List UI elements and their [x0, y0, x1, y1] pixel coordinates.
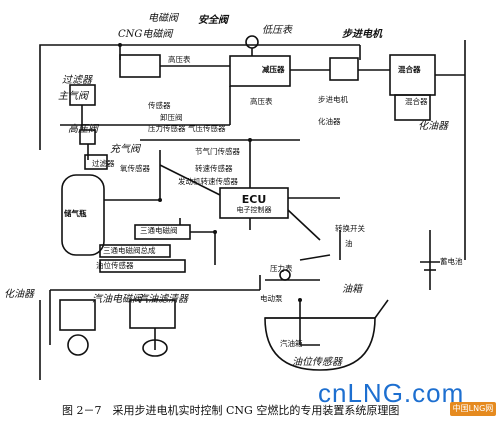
label-high-pressure-valve: 高压阀: [68, 124, 98, 135]
label-cylinder: 储气瓶: [64, 209, 87, 218]
label-three-way-valve: 三通电磁阀: [140, 226, 178, 235]
label-oil: 油: [345, 239, 353, 248]
label-hand-filter: 过滤器: [92, 159, 115, 168]
label-hand-bottom-sensor: 油位传感器: [96, 261, 134, 270]
label-fuel-tank: 油箱: [342, 284, 362, 295]
label-battery: 蓄电池: [440, 257, 463, 266]
label-throttle-sensor: 节气门传感器: [195, 147, 240, 156]
label-hand-reducer: 高压表: [250, 97, 273, 106]
label-pressure-reducer: 减压器: [262, 65, 285, 74]
label-safety-valve: 安全阀: [198, 15, 228, 26]
label-hp-gauge: 高压表: [168, 55, 191, 64]
label-stepper-motor: 步进电机: [342, 29, 382, 40]
label-carburetor: 化油器: [418, 121, 448, 132]
label-switch: 转换开关: [335, 224, 365, 233]
label-fuel-pump-hand: 汽油电磁阀: [92, 294, 142, 305]
label-hand-safety: 卸压阀: [160, 113, 183, 122]
ecu-sublabel: 电子控制器: [236, 206, 272, 214]
label-hand-carb: 化油器: [318, 117, 341, 126]
label-fuel-pump: 电动泵: [260, 294, 283, 303]
label-fuel-level-sensor: 油位传感器: [292, 357, 342, 368]
label-carb-side: 化油器: [4, 289, 34, 300]
label-hand-stepper: 步进电机: [318, 95, 348, 104]
label-main-valve: 主气阀: [58, 91, 88, 102]
label-filter: 过滤器: [62, 75, 92, 86]
label-speed-sensor: 转速传感器: [195, 164, 233, 173]
label-hand-pressure-mark: 压力表: [270, 264, 293, 273]
watermark: cnLNG.com: [318, 378, 465, 408]
figure-caption: 图 2－7 采用步进电机实时控制 CNG 空燃比的专用装置系统原理图: [62, 404, 400, 417]
label-solenoid-hand: 电磁阀: [148, 13, 178, 24]
label-three-way-valve-2: 三通电磁阀总成: [103, 246, 156, 255]
label-exhaust-sensor: 氧传感器: [120, 164, 150, 173]
label-oil-filter: 汽油滤清器: [138, 294, 188, 305]
label-sensor: 传感器: [148, 101, 171, 110]
label-hand-vent: 气压传感器: [188, 124, 226, 133]
label-cng-cutoff: CNG电磁阀: [118, 29, 173, 40]
label-hand-speed: 发动机转速传感器: [178, 177, 238, 186]
ecu-box: ECU 电子控制器: [225, 193, 283, 214]
label-fill-valve: 充气阀: [110, 144, 140, 155]
label-pressure-sensor: 压力传感器: [148, 124, 186, 133]
label-fuel-gauge-note: 汽油箱: [280, 339, 303, 348]
label-hand-mixer: 混合器: [405, 97, 428, 106]
label-mixer: 混合器: [398, 65, 421, 74]
watermark-badge: 中国LNG网: [450, 402, 496, 416]
ecu-label: ECU: [241, 193, 267, 206]
label-low-pressure-gauge: 低压表: [262, 25, 292, 36]
